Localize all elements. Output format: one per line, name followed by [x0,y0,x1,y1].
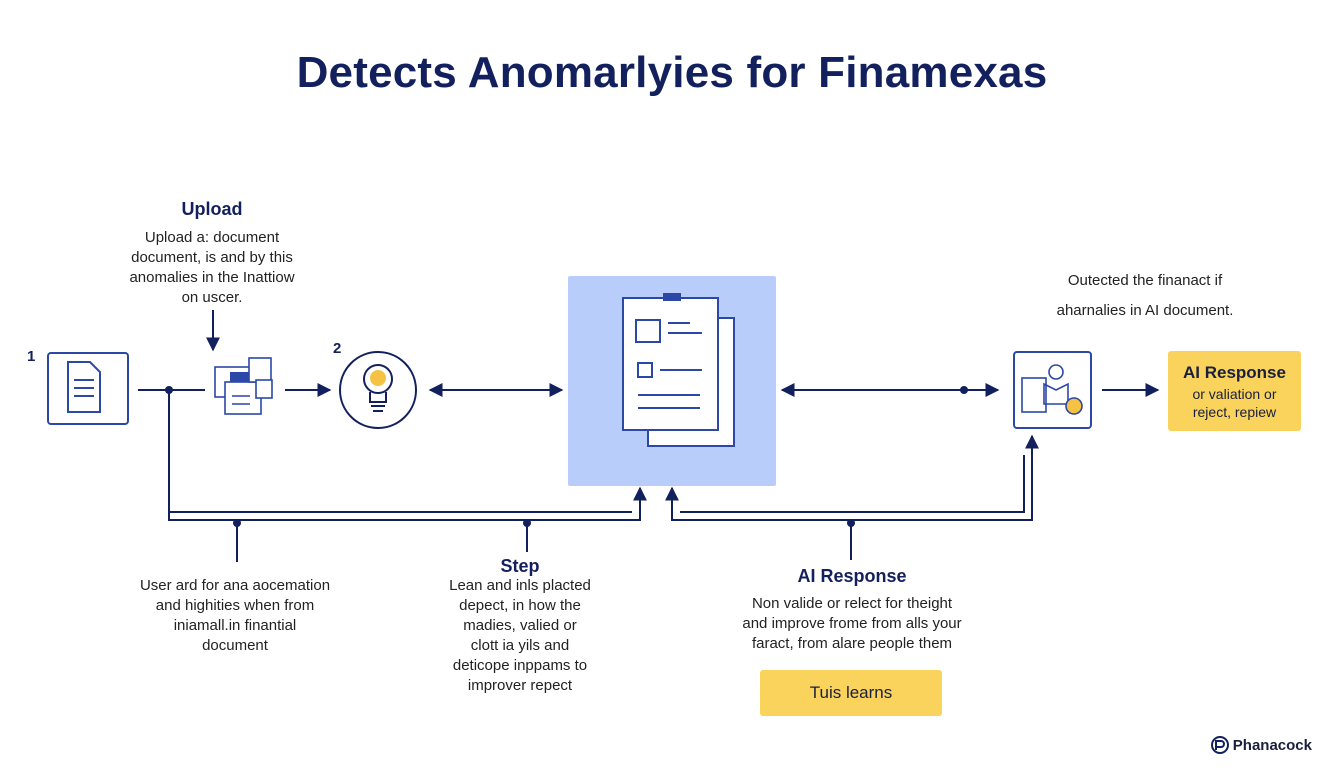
bottom-left-line: iniamall.in finantial [173,617,297,634]
step-line: depect, in how the [459,597,581,614]
lightbulb-icon[interactable] [339,351,417,429]
step-line: deticope inppams to [452,657,588,674]
bottom-ai-response-line: faract, from alare people them [751,635,953,652]
bottom-ai-response-heading: AI Response [797,566,907,586]
junction-dot [960,386,968,394]
bottom-left-line: and highities when from [155,597,315,614]
step-line: madies, valied or [463,617,577,634]
ai-response-line: reject, repiew [1192,404,1277,420]
ai-response-heading: AI Response [1183,363,1286,382]
bottom-ai-response-line: Non valide or relect for theight [751,595,953,612]
upload-line: Upload a: document [144,229,280,246]
upload-line: anomalies in the Inattiow [129,269,295,286]
step-description: Lean and inls placted depect, in how the… [420,576,620,696]
upload-line: on uscer. [181,289,243,306]
bottom-ai-response-line: and improve frome from alls your [742,615,962,632]
bottom-left-line: document [202,637,268,654]
detected-line: Outected the finanact if [1067,272,1223,289]
feedback-line-right [665,434,1039,521]
detected-line: aharnalies in AI document. [1056,302,1234,319]
feedback-line-right-inner [680,455,1025,513]
step-number-1: 1 [27,348,36,365]
upload-description: Upload a: document document, is and by t… [112,228,312,308]
step-line: Lean and inls placted [449,577,591,594]
brand-name: Phanacock [1232,736,1312,754]
bottom-ai-response-description: Non valide or relect for theight and imp… [722,594,982,654]
learns-label: Tuis learns [809,683,893,702]
detected-anomalies-text: Outected the finanact if aharnalies in A… [1030,266,1260,326]
step-heading: Step [500,556,540,576]
step-number-2: 2 [333,340,342,357]
brand-logo: Phanacock [1210,736,1312,754]
upload-heading: Upload [181,199,243,219]
ai-response-line: or valiation or [1192,386,1277,402]
bottom-left-description: User ard for ana aocemation and highitie… [110,576,360,656]
ai-response-box[interactable]: AI Response or valiation or reject, repi… [1168,351,1301,431]
ai-robot-icon[interactable] [1013,351,1092,429]
brand-icon [1210,736,1229,754]
learns-box[interactable]: Tuis learns [760,670,942,716]
stacked-files-icon[interactable] [214,357,273,415]
clipboard-document-icon[interactable] [622,293,735,447]
feedback-line-left [168,390,647,521]
bottom-left-line: User ard for ana aocemation [139,577,331,594]
upload-line: document, is and by this [131,249,293,266]
diagram-title: Detects Anomarlyies for Finamexas [296,48,1048,97]
step-line: clott ia yils and [470,637,570,654]
step-line: improver repect [467,677,573,694]
document-icon[interactable] [47,352,129,425]
